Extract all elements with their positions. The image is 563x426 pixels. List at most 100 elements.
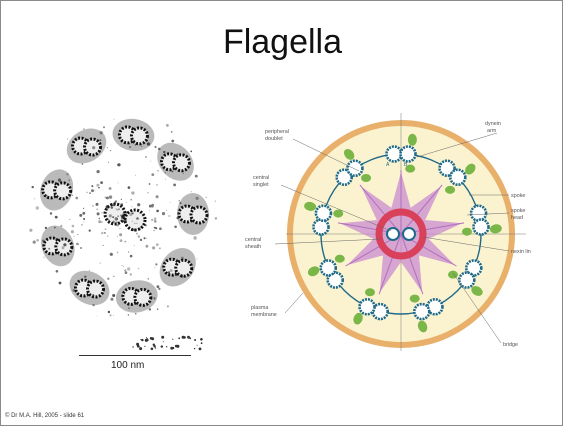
- micrograph-speckle: [89, 230, 91, 232]
- micrograph-speckle: [87, 192, 88, 193]
- micrograph-speckle: [69, 219, 70, 220]
- micrograph-speckle: [195, 175, 198, 178]
- b-tubule: [360, 299, 375, 314]
- micrograph-speckle: [129, 146, 131, 148]
- micrograph-speckle: [100, 263, 101, 264]
- b-tubule: [316, 206, 331, 221]
- micrograph-speckle: [131, 139, 134, 142]
- micrograph-speckle: [110, 253, 113, 256]
- micrograph-speckle: [114, 119, 115, 120]
- micrograph-central-tubule: [125, 210, 145, 230]
- micrograph-speckle: [165, 179, 166, 180]
- micrograph-speckle: [174, 226, 177, 229]
- a-tubule: [313, 220, 328, 235]
- micrograph-debris: [175, 345, 178, 348]
- micrograph-speckle: [67, 139, 68, 140]
- micrograph-speckle: [110, 150, 111, 151]
- micrograph-speckle: [133, 229, 136, 232]
- micrograph-speckle: [154, 227, 156, 229]
- dynein-arm-inner: [462, 228, 472, 236]
- micrograph-speckle: [172, 171, 174, 173]
- micrograph-doublet: [110, 116, 156, 154]
- micrograph-speckle: [175, 273, 178, 276]
- micrograph-speckle: [146, 218, 147, 219]
- micrograph-tubule: [174, 155, 190, 171]
- micrograph-speckle: [80, 247, 82, 249]
- micrograph-speckle: [91, 189, 94, 192]
- micrograph-speckle: [134, 223, 135, 224]
- micrograph-speckle: [96, 184, 99, 187]
- micrograph-speckle: [166, 210, 167, 211]
- micrograph-speckle: [117, 215, 119, 217]
- micrograph-debris: [161, 345, 163, 347]
- micrograph-speckle: [94, 190, 95, 191]
- micrograph-speckle: [128, 251, 129, 252]
- micrograph-speckle: [63, 243, 66, 246]
- micrograph-speckle: [140, 239, 142, 241]
- micrograph-speckle: [106, 197, 109, 200]
- micrograph-speckle: [96, 209, 98, 211]
- micrograph-speckle: [124, 213, 125, 214]
- micrograph-speckle: [123, 266, 124, 267]
- slide-title: Flagella: [1, 23, 563, 62]
- micrograph-speckle: [100, 131, 103, 134]
- micrograph-speckle: [71, 230, 74, 233]
- micrograph-speckle: [92, 146, 95, 149]
- micrograph-speckle: [78, 244, 79, 245]
- micrograph-speckle: [102, 212, 103, 213]
- micrograph-debris: [200, 338, 203, 341]
- micrograph-speckle: [132, 206, 133, 207]
- micrograph-speckle: [147, 192, 148, 193]
- micrograph-speckle: [125, 212, 128, 215]
- label-dynein-arm-1: dynein: [485, 121, 501, 127]
- micrograph-speckle: [156, 184, 158, 186]
- micrograph-speckle: [139, 213, 140, 214]
- micrograph-debris: [146, 337, 147, 338]
- a-tubule: [387, 147, 402, 162]
- micrograph-speckle: [136, 223, 137, 224]
- micrograph-speckle: [77, 139, 78, 140]
- micrograph-speckle: [147, 142, 150, 145]
- dynein-arm-inner: [410, 295, 420, 303]
- b-tubule: [321, 260, 336, 275]
- micrograph-speckle: [165, 172, 166, 173]
- micrograph-speckle: [72, 289, 75, 292]
- micrograph-speckle: [135, 313, 137, 315]
- micrograph-speckle: [33, 241, 36, 244]
- micrograph-speckle: [98, 187, 100, 189]
- micrograph-speckle: [123, 213, 125, 215]
- micrograph-doublet: [35, 165, 79, 215]
- micrograph-speckle: [103, 126, 105, 128]
- micrograph-speckle: [81, 224, 83, 226]
- label-central-singlet-1: central: [253, 175, 269, 181]
- footer-copyright: © Dr M.A. Hill, 2005 - slide 61: [5, 413, 84, 419]
- micrograph-speckle: [128, 314, 129, 315]
- micrograph-speckle: [153, 297, 155, 299]
- micrograph-doublet: [60, 121, 113, 170]
- micrograph-speckle: [171, 131, 173, 133]
- micrograph-speckle: [191, 191, 192, 192]
- dynein-arm-inner: [361, 174, 371, 182]
- micrograph-speckle: [157, 170, 159, 172]
- micrograph-debris: [183, 337, 184, 338]
- micrograph-speckle: [155, 220, 156, 221]
- micrograph-debris: [194, 348, 195, 349]
- label-plasma-membrane-1: plasma: [251, 305, 268, 311]
- micrograph-speckle: [36, 206, 39, 209]
- label-peripheral-doublet-1: peripheral: [265, 129, 289, 135]
- micrograph-speckle: [157, 309, 158, 310]
- micrograph-speckle: [180, 275, 183, 278]
- micrograph-speckle: [197, 258, 198, 259]
- micrograph-speckle: [112, 216, 114, 218]
- micrograph-speckle: [83, 128, 84, 129]
- label-spoke: spoke: [511, 193, 525, 199]
- micrograph-debris: [151, 348, 154, 351]
- micrograph-speckle: [162, 212, 165, 215]
- micrograph-speckle: [118, 208, 120, 210]
- micrograph-speckle: [111, 298, 114, 301]
- micrograph-speckle: [112, 203, 115, 206]
- micrograph-speckle: [124, 241, 126, 243]
- micrograph-speckle: [101, 232, 103, 234]
- micrograph-speckle: [107, 147, 108, 148]
- micrograph-debris: [137, 345, 140, 348]
